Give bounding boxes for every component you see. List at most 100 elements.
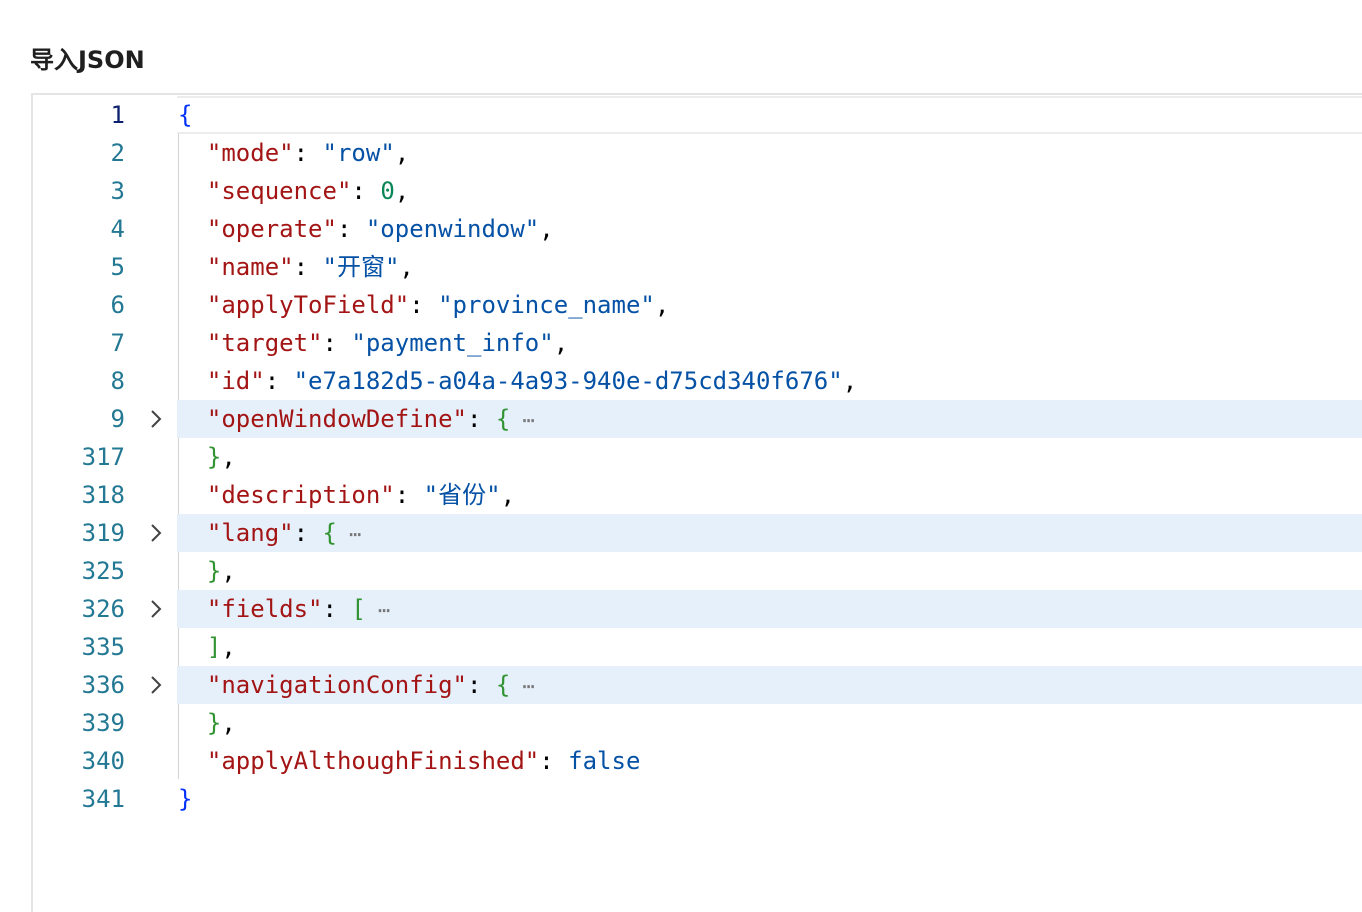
- json-string-value: "e7a182d5-a04a-4a93-940e-d75cd340f676": [293, 367, 843, 395]
- folded-ellipsis[interactable]: ⋯: [510, 674, 535, 698]
- code-text[interactable]: {: [178, 96, 192, 134]
- json-punctuation: :: [336, 215, 366, 243]
- json-punctuation: :: [409, 291, 439, 319]
- code-line[interactable]: 335 ],: [33, 628, 1362, 666]
- code-text[interactable]: "sequence": 0,: [178, 172, 409, 210]
- line-number: 6: [110, 291, 125, 319]
- code-line[interactable]: 319 "lang": { ⋯: [33, 514, 1362, 552]
- editor-lines: 1{2 "mode": "row",3 "sequence": 0,4 "ope…: [33, 96, 1362, 818]
- json-punctuation: :: [351, 177, 381, 205]
- code-line[interactable]: 4 "operate": "openwindow",: [33, 210, 1362, 248]
- code-line[interactable]: 340 "applyAlthoughFinished": false: [33, 742, 1362, 780]
- code-text[interactable]: "operate": "openwindow",: [178, 210, 554, 248]
- code-line[interactable]: 336 "navigationConfig": { ⋯: [33, 666, 1362, 704]
- code-line[interactable]: 318 "description": "省份",: [33, 476, 1362, 514]
- json-punctuation: ,: [842, 367, 858, 395]
- code-line[interactable]: 2 "mode": "row",: [33, 134, 1362, 172]
- code-line[interactable]: 7 "target": "payment_info",: [33, 324, 1362, 362]
- code-text[interactable]: "applyToField": "province_name",: [178, 286, 669, 324]
- code-text[interactable]: "target": "payment_info",: [178, 324, 568, 362]
- json-punctuation: ,: [394, 177, 410, 205]
- json-string-value: "开窗": [322, 253, 400, 281]
- json-punctuation: ,: [654, 291, 670, 319]
- json-punctuation: ,: [539, 215, 554, 243]
- json-punctuation: ,: [399, 253, 414, 281]
- json-string-value: "省份": [423, 481, 501, 509]
- json-punctuation: :: [293, 253, 323, 281]
- code-text[interactable]: "fields": [ ⋯: [178, 590, 390, 628]
- indent: [178, 671, 207, 699]
- json-brace: {: [178, 101, 193, 129]
- code-line[interactable]: 8 "id": "e7a182d5-a04a-4a93-940e-d75cd34…: [33, 362, 1362, 400]
- indent: [178, 177, 207, 205]
- code-text[interactable]: },: [178, 438, 236, 476]
- json-punctuation: :: [394, 481, 424, 509]
- code-text[interactable]: "applyAlthoughFinished": false: [178, 742, 641, 780]
- indent: [178, 139, 207, 167]
- code-text[interactable]: "id": "e7a182d5-a04a-4a93-940e-d75cd340f…: [178, 362, 857, 400]
- line-number: 3: [110, 177, 125, 205]
- line-number: 318: [81, 481, 125, 509]
- code-line[interactable]: 341}: [33, 780, 1362, 818]
- code-line[interactable]: 317 },: [33, 438, 1362, 476]
- code-text[interactable]: "description": "省份",: [178, 476, 515, 514]
- chevron-right-icon[interactable]: [145, 408, 167, 430]
- json-brace: }: [178, 785, 193, 813]
- code-text[interactable]: "name": "开窗",: [178, 248, 414, 286]
- json-key: "fields": [206, 595, 323, 623]
- line-number: 325: [81, 557, 125, 585]
- json-bracket: {: [495, 405, 511, 433]
- code-text[interactable]: "mode": "row",: [178, 134, 409, 172]
- json-punctuation: ,: [221, 633, 236, 661]
- folded-ellipsis[interactable]: ⋯: [336, 522, 362, 546]
- json-key: "mode": [206, 139, 294, 167]
- json-punctuation: ,: [394, 139, 410, 167]
- code-line[interactable]: 326 "fields": [ ⋯: [33, 590, 1362, 628]
- folded-line-highlight: [177, 590, 1362, 628]
- code-line[interactable]: 5 "name": "开窗",: [33, 248, 1362, 286]
- code-line[interactable]: 325 },: [33, 552, 1362, 590]
- json-punctuation: :: [539, 747, 569, 775]
- chevron-right-icon[interactable]: [145, 522, 167, 544]
- code-line[interactable]: 339 },: [33, 704, 1362, 742]
- code-text[interactable]: "openWindowDefine": { ⋯: [178, 400, 535, 438]
- chevron-right-icon[interactable]: [145, 674, 167, 696]
- json-punctuation: :: [293, 139, 323, 167]
- code-text[interactable]: "lang": { ⋯: [178, 514, 361, 552]
- line-number: 339: [81, 709, 125, 737]
- json-code-editor[interactable]: 1{2 "mode": "row",3 "sequence": 0,4 "ope…: [31, 93, 1362, 912]
- code-line[interactable]: 6 "applyToField": "province_name",: [33, 286, 1362, 324]
- indent: [178, 481, 207, 509]
- line-background: [177, 96, 1362, 134]
- json-punctuation: :: [293, 519, 323, 547]
- code-text[interactable]: }: [178, 780, 192, 818]
- code-text[interactable]: },: [178, 552, 236, 590]
- indent-guide: [178, 133, 179, 779]
- indent: [178, 405, 207, 433]
- code-line[interactable]: 3 "sequence": 0,: [33, 172, 1362, 210]
- indent: [178, 443, 207, 471]
- folded-ellipsis[interactable]: ⋯: [510, 408, 535, 432]
- line-number: 317: [81, 443, 125, 471]
- json-punctuation: :: [322, 595, 352, 623]
- folded-ellipsis[interactable]: ⋯: [365, 598, 390, 622]
- json-bracket: [: [351, 595, 366, 623]
- folded-line-highlight: [177, 514, 1362, 552]
- chevron-right-icon[interactable]: [145, 598, 167, 620]
- json-key: "id": [206, 367, 265, 395]
- json-bracket: {: [322, 519, 337, 547]
- indent: [178, 709, 207, 737]
- code-line[interactable]: 9 "openWindowDefine": { ⋯: [33, 400, 1362, 438]
- line-number: 319: [81, 519, 125, 547]
- code-text[interactable]: },: [178, 704, 236, 742]
- json-punctuation: ,: [553, 329, 569, 357]
- indent: [178, 519, 207, 547]
- code-text[interactable]: "navigationConfig": { ⋯: [178, 666, 535, 704]
- code-text[interactable]: ],: [178, 628, 236, 666]
- line-number: 336: [81, 671, 125, 699]
- code-line[interactable]: 1{: [33, 96, 1362, 134]
- line-number: 340: [81, 747, 125, 775]
- line-number: 7: [110, 329, 125, 357]
- json-bracket: }: [206, 557, 222, 585]
